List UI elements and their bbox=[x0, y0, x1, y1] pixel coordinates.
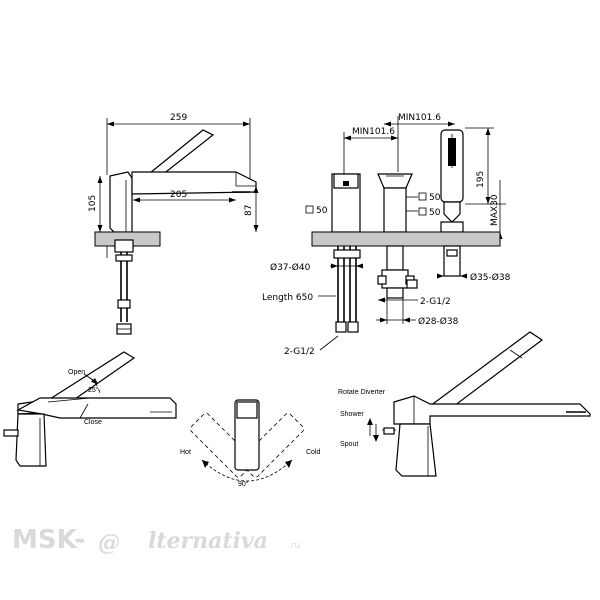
dim-spout-reach: 205 bbox=[170, 190, 187, 200]
dim-square-1: 50 bbox=[316, 206, 328, 216]
dim-min-spacing-2: MIN101.6 bbox=[398, 113, 441, 123]
dim-thread-right: 2-G1/2 bbox=[420, 297, 451, 307]
label-angle-90: 90° bbox=[238, 480, 249, 488]
front-view: 259 205 105 87 bbox=[88, 113, 259, 335]
watermark-suffix: .ru bbox=[288, 541, 300, 551]
dim-left-height: 105 bbox=[88, 195, 98, 212]
watermark-text: lternativa bbox=[148, 528, 268, 554]
watermark: MSK- @ lternativa .ru bbox=[12, 525, 300, 556]
dim-right-height: 87 bbox=[244, 205, 254, 216]
hand-shower-view: MIN101.6 MIN101.6 50 50 50 bbox=[262, 113, 511, 357]
dim-overall-length: 259 bbox=[170, 113, 187, 123]
label-hot: Hot bbox=[180, 449, 191, 456]
label-spout: Spout bbox=[340, 441, 358, 448]
dim-height-195: 195 bbox=[476, 171, 486, 188]
dim-length: Length 650 bbox=[262, 293, 313, 303]
dim-square-3: 50 bbox=[429, 208, 441, 218]
watermark-brand: MSK- bbox=[12, 525, 85, 555]
dim-square-2: 50 bbox=[429, 193, 441, 203]
dim-bore-right-2: Ø28-Ø38 bbox=[418, 316, 459, 327]
label-angle-25: 25° bbox=[88, 386, 99, 394]
rotation-view: Hot Cold 90° bbox=[180, 399, 321, 488]
label-shower: Shower bbox=[340, 411, 364, 418]
lever-view: Open 25° Close bbox=[3, 351, 177, 467]
label-cold: Cold bbox=[306, 449, 321, 456]
dim-min-spacing-1: MIN101.6 bbox=[352, 127, 395, 137]
dim-thread-bottom: 2-G1/2 bbox=[284, 347, 315, 357]
label-close: Close bbox=[84, 419, 102, 426]
label-rotate-diverter: Rotate Diverter bbox=[338, 389, 386, 396]
label-open: Open bbox=[68, 369, 85, 376]
dim-bore-left: Ø37-Ø40 bbox=[270, 262, 311, 273]
watermark-logo-letter: @ bbox=[98, 530, 120, 556]
diverter-view: Rotate Diverter Shower Spout bbox=[338, 331, 591, 477]
dim-max-30: MAX30 bbox=[490, 194, 500, 226]
dim-bore-right-1: Ø35-Ø38 bbox=[470, 272, 511, 283]
